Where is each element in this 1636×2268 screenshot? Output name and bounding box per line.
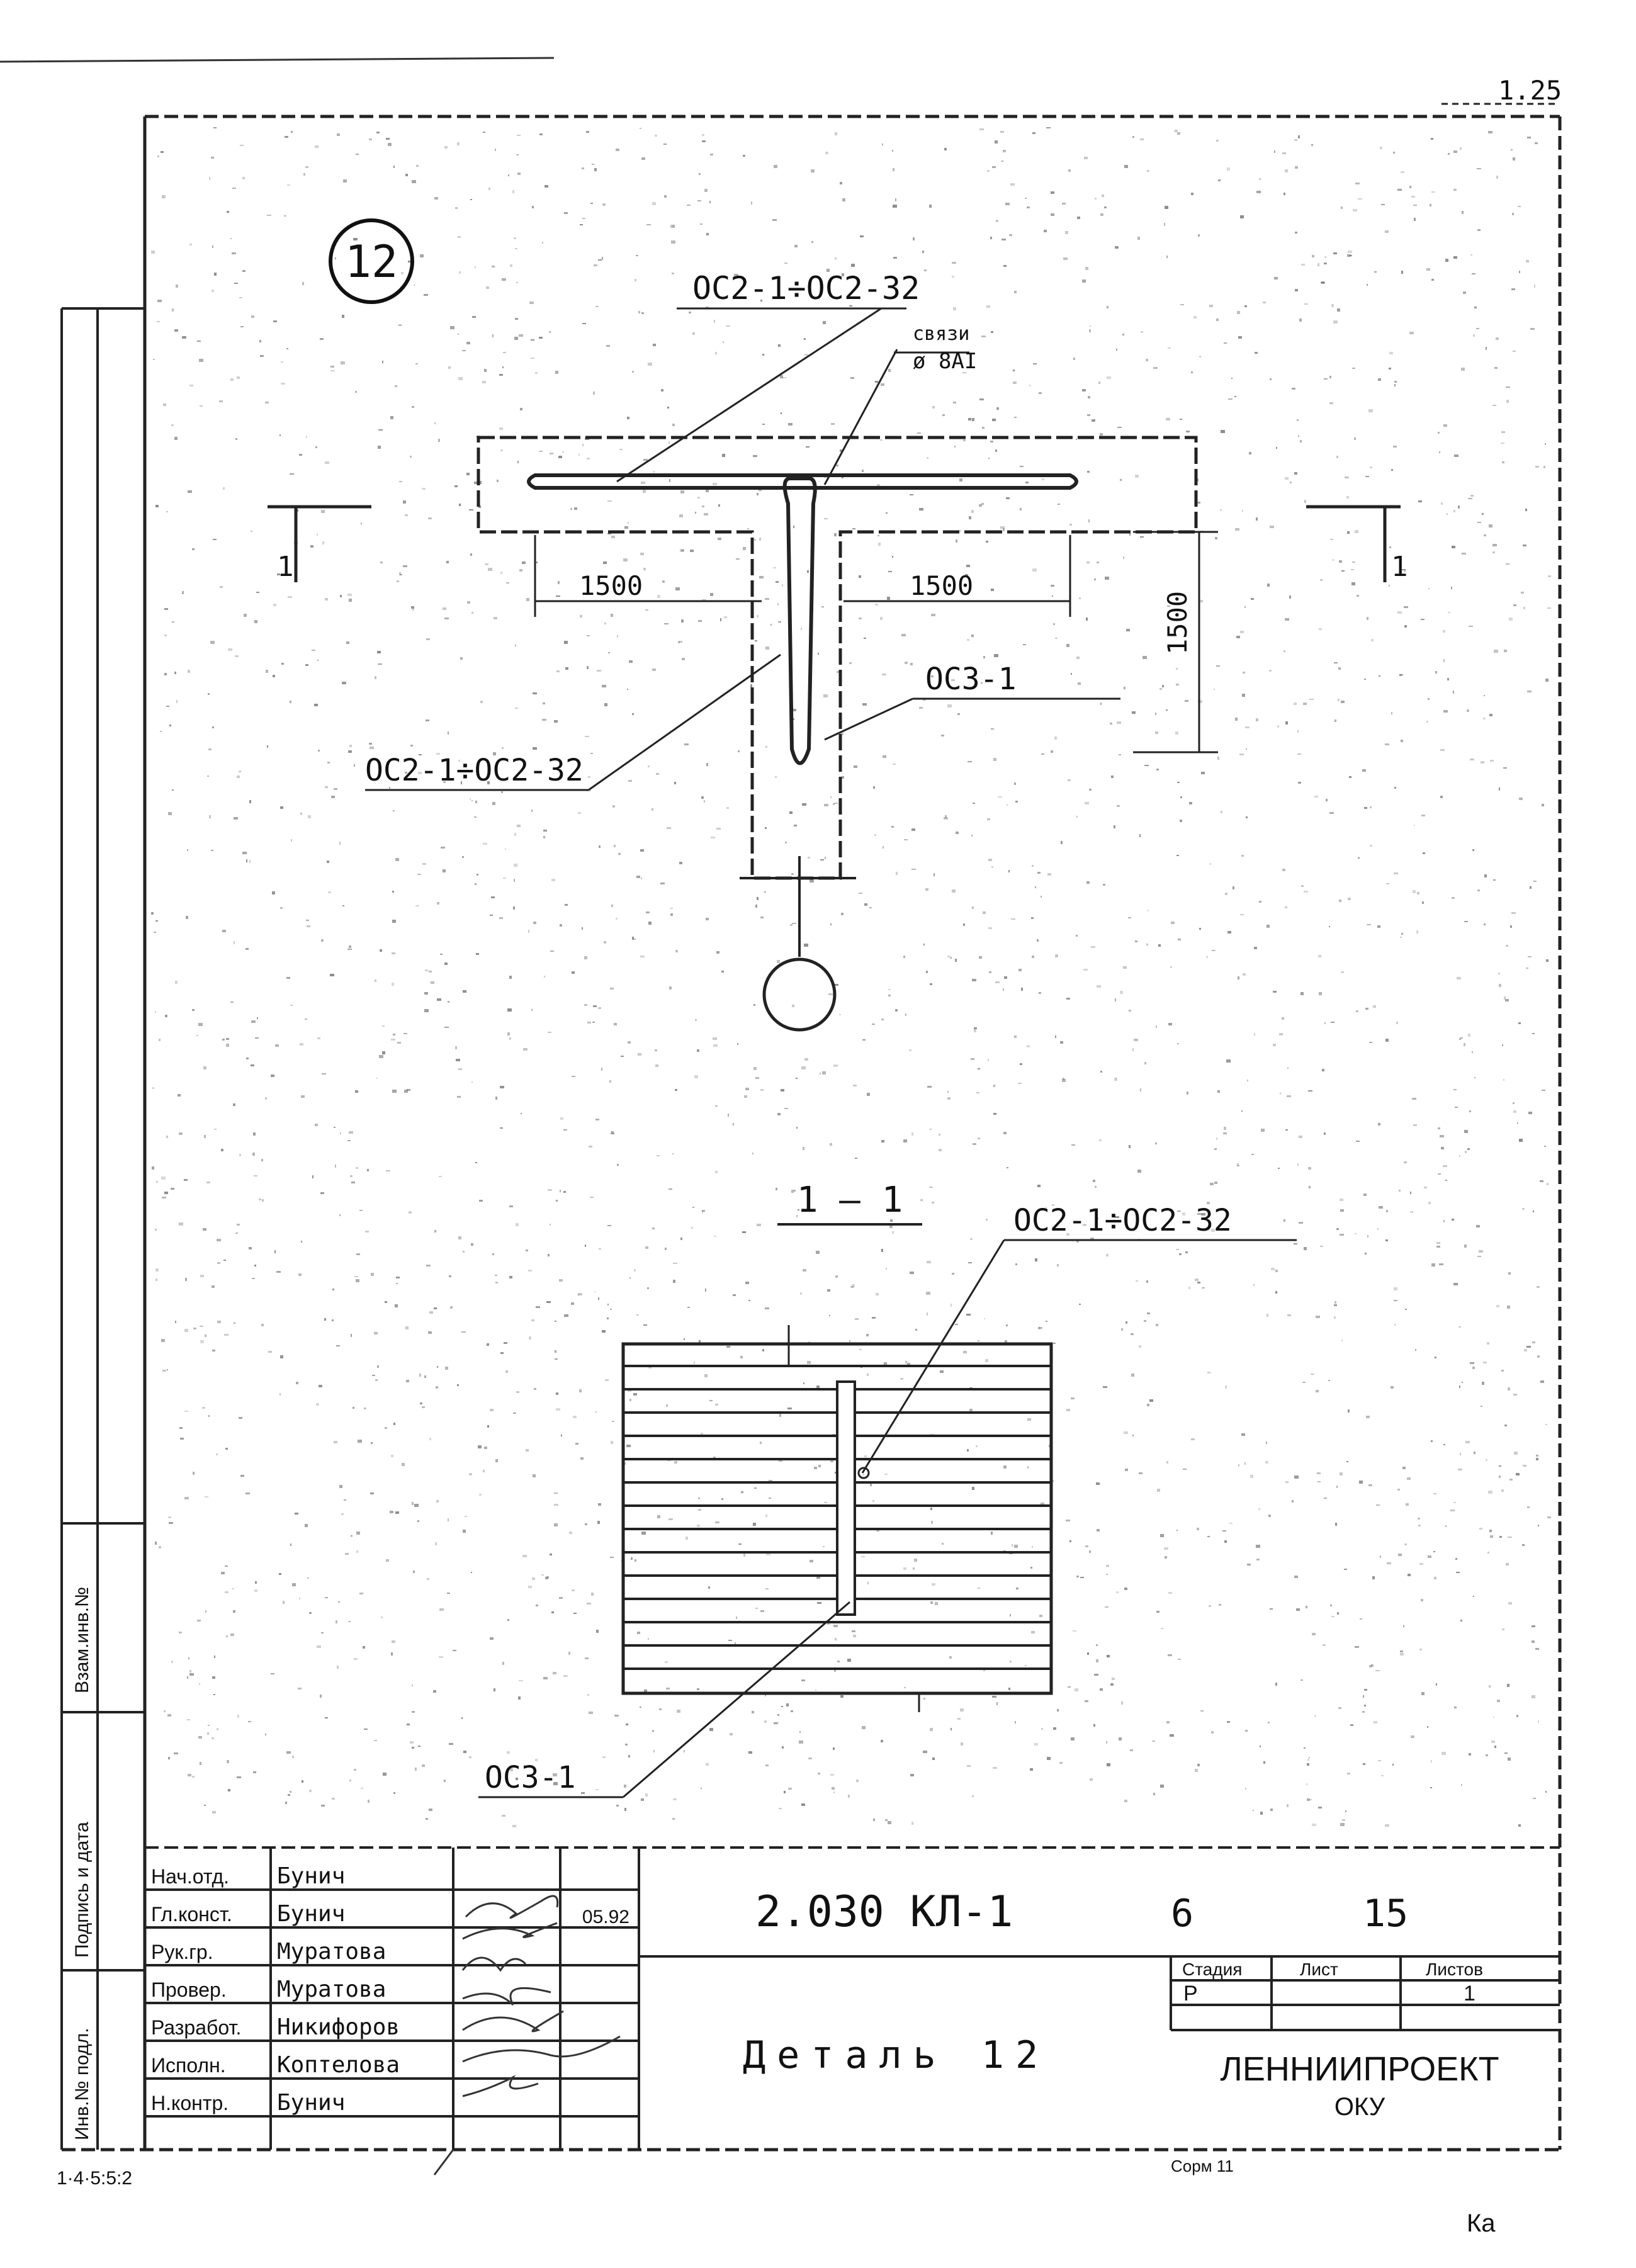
plan-label-ties-size: ø 8АI: [913, 349, 977, 374]
signatory-name: Бунич: [277, 1863, 345, 1889]
signatory-name: Бунич: [277, 1901, 345, 1927]
sheet-frame: [62, 115, 1562, 2152]
organization-department: ОКУ: [1334, 2093, 1385, 2121]
signatory-name: Муратова: [277, 1939, 386, 1965]
signatory-role: Гл.конст.: [151, 1903, 232, 1926]
detail-title: Деталь 12: [743, 2033, 1049, 2077]
plan-label-ties: связи: [913, 323, 969, 345]
title-block-signatures: Нач.отд.БуничГл.конст.БуничРук.гр.Мурато…: [151, 1863, 400, 2116]
plan-dim-vertical: 1500: [1162, 591, 1193, 655]
signatory-name: Муратова: [277, 1977, 386, 2002]
signatures: [433, 1895, 621, 2175]
section-label-oc3: ОС3-1: [485, 1760, 576, 1795]
signatory-role: Нач.отд.: [151, 1865, 229, 1888]
column-sheet: Лист: [1300, 1960, 1338, 1979]
approval-date: 05.92: [582, 1907, 629, 1927]
section-mark-left: 1: [277, 551, 294, 583]
signatory-role: Разработ.: [151, 2016, 241, 2039]
signatory-role: Провер.: [151, 1978, 227, 2001]
signatory-role: Рук.гр.: [151, 1941, 213, 1963]
stage-value: Р: [1183, 1982, 1198, 2006]
copy-mark: Сорм 11: [1171, 2157, 1234, 2175]
organization-name: ЛЕННИИПРОЕКТ: [1220, 2050, 1499, 2088]
plan-dim-left: 1500: [579, 570, 643, 601]
signatory-role: Исполн.: [151, 2054, 226, 2077]
plan-dim-right: 1500: [910, 570, 973, 601]
detail-number: 12: [345, 236, 398, 288]
sheet-number: 1.25: [1498, 75, 1562, 106]
side-stamp-inv-original: Инв.№ подл.: [72, 2028, 93, 2140]
section-label-cage: ОС2-1÷ОС2-32: [1013, 1203, 1232, 1238]
signatory-name: Никифоров: [277, 2014, 400, 2040]
title-block-grid: [145, 1846, 1560, 2150]
plan-label-oc3: ОС3-1: [925, 662, 1017, 697]
side-stamp-replaced-inv: Взам.инв.№: [72, 1587, 93, 1693]
side-stamp: [60, 307, 145, 2150]
column-sheets: Листов: [1426, 1960, 1483, 1979]
document-code: 2.030 КЛ-1: [755, 1887, 1013, 1937]
signatory-name: Коптелова: [277, 2052, 400, 2078]
plan-label-cage-range: ОС2-1÷ОС2-32: [692, 270, 920, 307]
sheets-value: 1: [1464, 1982, 1475, 2006]
plan-label-cage-left: ОС2-1÷ОС2-32: [365, 753, 584, 788]
side-stamp-signature-date: Подпись и дата: [72, 1822, 93, 1958]
bottom-left-mark: 1·4·5:5:2: [57, 2168, 132, 2189]
signatory-role: Н.контр.: [151, 2092, 228, 2114]
scan-top-line: [0, 57, 555, 63]
document-code-sheet: 15: [1363, 1892, 1408, 1936]
document-code-part: 6: [1171, 1892, 1193, 1936]
detail-number-badge: 12: [329, 218, 414, 304]
section-mark-right: 1: [1391, 551, 1408, 583]
plan-view: [268, 307, 1401, 1032]
signatory-name: Бунич: [277, 2090, 345, 2116]
column-stage: Стадия: [1182, 1960, 1242, 1979]
bottom-right-mark: Ка: [1467, 2209, 1496, 2237]
section-view: [478, 1239, 1297, 1798]
section-title: 1 — 1: [797, 1180, 903, 1221]
